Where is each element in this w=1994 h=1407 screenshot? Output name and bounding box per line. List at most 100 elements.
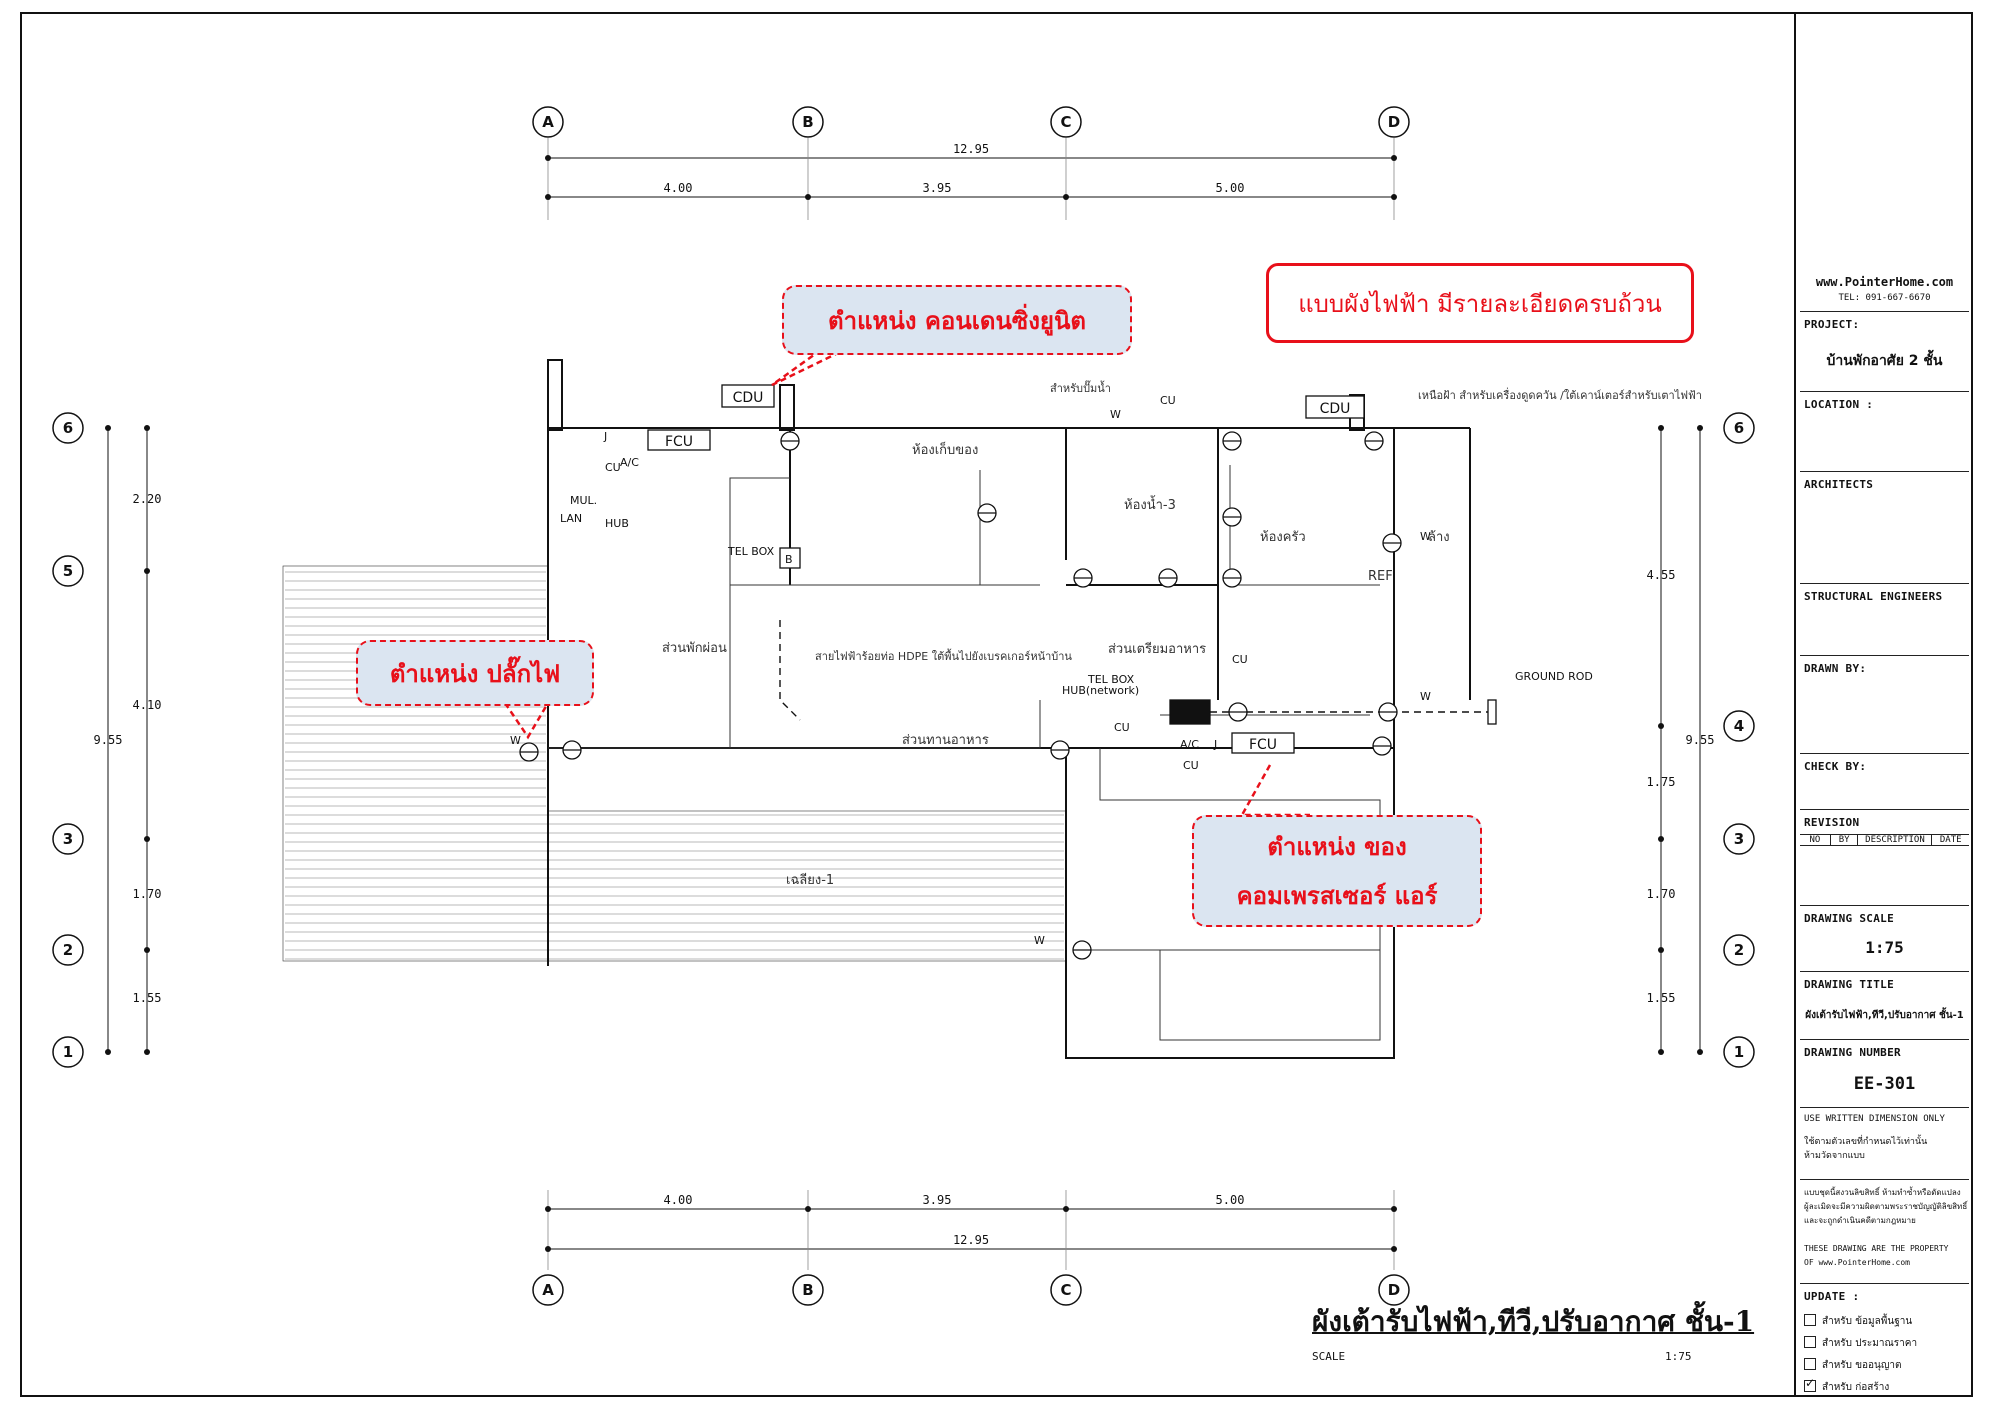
lan-label: LAN bbox=[560, 512, 582, 525]
tb-update-label: UPDATE : bbox=[1804, 1290, 1860, 1303]
dim-top-span-3: 5.00 bbox=[1216, 181, 1245, 195]
ground-rod-label: GROUND ROD bbox=[1515, 670, 1593, 683]
drawing-scale-label: SCALE bbox=[1312, 1350, 1346, 1363]
detail-note-box: แบบผังไฟฟ้า มีรายละเอียดครบถ้วน bbox=[1266, 263, 1694, 343]
dim-left-span-4: 1.55 bbox=[133, 991, 162, 1005]
checkbox-icon[interactable] bbox=[1804, 1358, 1816, 1370]
checkbox-checked-icon[interactable] bbox=[1804, 1376, 1816, 1392]
w-label-5: W bbox=[1420, 530, 1431, 543]
tb-drawn-by: DRAWN BY: bbox=[1800, 656, 1969, 754]
drawing-frame bbox=[20, 12, 1973, 1397]
tb-project-value: บ้านพักอาศัย 2 ชั้น bbox=[1826, 353, 1943, 369]
tel-box-label: TEL BOX bbox=[727, 545, 775, 558]
w-label-1: W bbox=[510, 734, 521, 747]
grid-col-c-bottom: C bbox=[1060, 1281, 1071, 1299]
hub-label: HUB bbox=[605, 517, 629, 530]
stove-note: เหนือฝ้า สำหรับเครื่องดูดควัน /ใต้เคาน์เ… bbox=[1418, 387, 1702, 402]
callout-outlet: ตำแหน่ง ปลั๊กไฟ bbox=[356, 640, 594, 706]
cu-label-3: CU bbox=[1114, 721, 1130, 734]
title-block: www.PointerHome.com TEL: 091-667-6670 PR… bbox=[1794, 12, 1973, 1397]
tb-written-dim-th2: ห้ามวัดจากแบบ bbox=[1804, 1151, 1865, 1161]
dim-top-span-1: 4.00 bbox=[664, 181, 693, 195]
tb-update-item-3-label: สำหรับ ขออนุญาต bbox=[1822, 1360, 1902, 1371]
mul-label: MUL. bbox=[570, 494, 597, 507]
tb-update-item-1-label: สำหรับ ข้อมูลพื้นฐาน bbox=[1822, 1316, 1913, 1327]
breaker-b-label: B bbox=[785, 553, 793, 566]
dim-left-span-3: 1.70 bbox=[133, 887, 162, 901]
tb-drawn-label: DRAWN BY: bbox=[1804, 662, 1867, 675]
room-dining: ส่วนทานอาหาร bbox=[902, 733, 989, 748]
cu-label-2: CU bbox=[1183, 759, 1199, 772]
tb-update-item-2[interactable]: สำหรับ ประมาณราคา bbox=[1804, 1336, 1917, 1351]
cu-label-5: CU bbox=[1232, 653, 1248, 666]
grid-row-5: 5 bbox=[63, 562, 73, 580]
cu-label-4: CU bbox=[1160, 394, 1176, 407]
grid-col-d: D bbox=[1388, 113, 1400, 131]
ac-label-bottom: A/C bbox=[1180, 738, 1199, 751]
drawing-title: ผังเต้ารับไฟฟ้า,ทีวี,ปรับอากาศ ชั้น-1 bbox=[1312, 1300, 1754, 1344]
dim-left-span-1: 2.20 bbox=[133, 492, 162, 506]
grid-row-6: 6 bbox=[63, 419, 73, 437]
tb-update-item-3[interactable]: สำหรับ ขออนุญาต bbox=[1804, 1358, 1902, 1373]
tb-copyright: แบบชุดนี้สงวนลิขสิทธิ์ ห้ามทำซ้ำหรือดัดแ… bbox=[1800, 1180, 1969, 1284]
cdu-label-left: CDU bbox=[733, 390, 764, 406]
grid-row-2-right: 2 bbox=[1734, 941, 1744, 959]
callout-condensing-unit: ตำแหน่ง คอนเดนซิ่งยูนิต bbox=[782, 285, 1132, 355]
tb-logo-area: www.PointerHome.com TEL: 091-667-6670 bbox=[1800, 12, 1969, 312]
dim-left-span-2: 4.10 bbox=[133, 698, 162, 712]
dim-bottom-span-1: 4.00 bbox=[664, 1193, 693, 1207]
tb-scale: DRAWING SCALE 1:75 bbox=[1800, 906, 1969, 972]
tb-number-label: DRAWING NUMBER bbox=[1804, 1046, 1901, 1059]
w-label-4: W bbox=[1420, 690, 1431, 703]
tb-rev-col-desc: DESCRIPTION bbox=[1858, 835, 1933, 845]
dim-bottom-span-3: 5.00 bbox=[1216, 1193, 1245, 1207]
dim-right-span-2: 1.75 bbox=[1647, 775, 1676, 789]
tb-tel: TEL: 091-667-6670 bbox=[1838, 293, 1931, 303]
room-living: ส่วนพักผ่อน bbox=[662, 641, 727, 656]
w-label-2: W bbox=[1034, 934, 1045, 947]
tb-revision-label: REVISION bbox=[1804, 816, 1860, 829]
tb-update-item-4[interactable]: สำหรับ ก่อสร้าง bbox=[1804, 1376, 1889, 1395]
tb-title-value: ผังเต้ารับไฟฟ้า,ทีวี,ปรับอากาศ ชั้น-1 bbox=[1805, 1010, 1964, 1021]
grid-row-2: 2 bbox=[63, 941, 73, 959]
grid-row-1: 1 bbox=[63, 1043, 73, 1061]
tb-copyright-1: แบบชุดนี้สงวนลิขสิทธิ์ ห้ามทำซ้ำหรือดัดแ… bbox=[1804, 1188, 1961, 1197]
callout-outlet-text: ตำแหน่ง ปลั๊กไฟ bbox=[389, 659, 561, 688]
grid-row-4-right: 4 bbox=[1734, 717, 1744, 735]
drawing-title-text: ผังเต้ารับไฟฟ้า,ทีวี,ปรับอากาศ ชั้น-1 bbox=[1312, 1305, 1755, 1338]
tb-location: LOCATION : bbox=[1800, 392, 1969, 472]
room-prep: ส่วนเตรียมอาหาร bbox=[1108, 641, 1206, 657]
tb-property-2: OF www.PointerHome.com bbox=[1804, 1258, 1910, 1267]
dim-right-overall: 9.55 bbox=[1686, 733, 1715, 747]
dim-right-span-3: 1.70 bbox=[1647, 887, 1676, 901]
drawing-scale-value: 1:75 bbox=[1665, 1350, 1692, 1363]
tb-update-item-1[interactable]: สำหรับ ข้อมูลพื้นฐาน bbox=[1804, 1314, 1912, 1329]
ac-label-top: A/C bbox=[620, 456, 639, 469]
tb-scale-label: DRAWING SCALE bbox=[1804, 912, 1894, 925]
callout-compressor-line1: ตำแหน่ง ของ bbox=[1267, 833, 1407, 861]
tb-written-dim-en: USE WRITTEN DIMENSION ONLY bbox=[1804, 1114, 1945, 1124]
grid-col-b-bottom: B bbox=[802, 1281, 813, 1299]
tb-website: www.PointerHome.com bbox=[1815, 275, 1954, 289]
grid-row-3: 3 bbox=[63, 830, 73, 848]
dim-right-span-1: 4.55 bbox=[1647, 568, 1676, 582]
checkbox-icon[interactable] bbox=[1804, 1336, 1816, 1348]
detail-note-text: แบบผังไฟฟ้า มีรายละเอียดครบถ้วน bbox=[1298, 289, 1662, 318]
fcu-label-top: FCU bbox=[665, 434, 693, 450]
tb-title-label: DRAWING TITLE bbox=[1804, 978, 1894, 991]
tb-rev-col-by: BY bbox=[1831, 835, 1859, 845]
tb-rev-col-date: DATE bbox=[1939, 835, 1962, 845]
callout-condensing-unit-text: ตำแหน่ง คอนเดนซิ่งยูนิต bbox=[828, 306, 1086, 335]
tb-location-label: LOCATION : bbox=[1804, 398, 1874, 411]
tb-written-dim-th1: ใช้ตามตัวเลขที่กำหนดไว้เท่านั้น bbox=[1804, 1137, 1928, 1147]
tel-box-label-2: TEL BOX bbox=[1087, 673, 1135, 686]
checkbox-icon[interactable] bbox=[1804, 1314, 1816, 1326]
cu-label-1: CU bbox=[605, 461, 621, 474]
junction-j-label: J bbox=[603, 430, 607, 443]
tb-update-item-2-label: สำหรับ ประมาณราคา bbox=[1822, 1338, 1918, 1349]
cdu-label-right: CDU bbox=[1320, 401, 1351, 417]
grid-col-a-bottom: A bbox=[542, 1281, 554, 1299]
room-kitchen: ห้องครัว bbox=[1260, 530, 1306, 545]
fridge-label: REF bbox=[1368, 569, 1393, 584]
